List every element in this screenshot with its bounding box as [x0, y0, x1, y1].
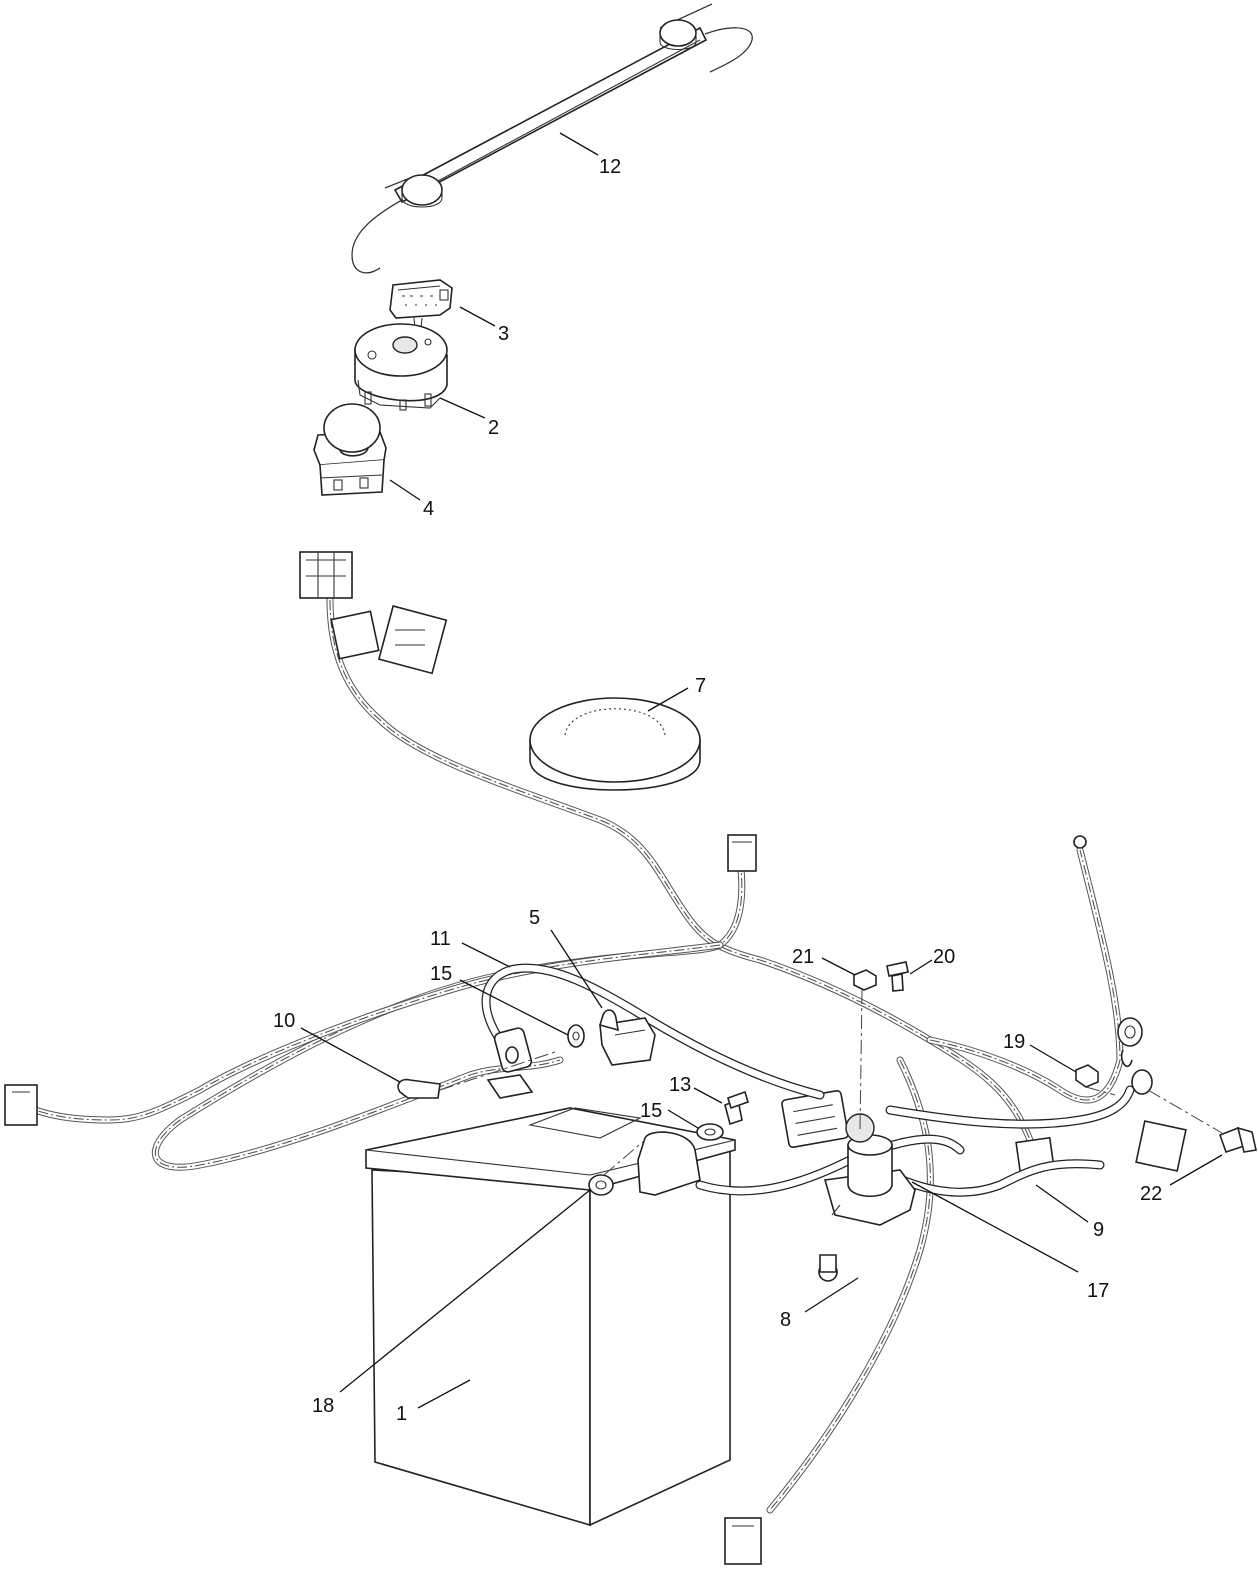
- ignition-switch: [354, 323, 448, 411]
- fasteners: [397, 961, 1257, 1196]
- callout-2: 2: [488, 417, 499, 439]
- harness-connector-upper: [299, 551, 353, 599]
- pto-switch: [313, 403, 387, 496]
- battery-cables: [481, 963, 1135, 1197]
- round-cover: [529, 697, 701, 791]
- callout-18: 18: [312, 1395, 334, 1417]
- callout-7: 7: [695, 675, 706, 697]
- ignition-key: [389, 279, 453, 341]
- callout-8: 8: [780, 1309, 791, 1331]
- callouts: 12 3 2 4 7 11 5 15 10 21 20 19 13 15 22 …: [273, 156, 1162, 1425]
- callout-11: 11: [430, 928, 451, 950]
- callout-9: 9: [1093, 1219, 1104, 1241]
- callout-1: 1: [396, 1403, 407, 1425]
- harness-connector-left: [4, 1084, 38, 1126]
- support-rod: [351, 3, 753, 274]
- callout-19: 19: [1003, 1031, 1025, 1053]
- battery: [365, 1107, 736, 1527]
- callout-3: 3: [498, 323, 509, 345]
- callout-17: 17: [1087, 1280, 1109, 1302]
- callout-13: 13: [669, 1074, 691, 1096]
- harness-connector-bottom: [724, 1517, 762, 1565]
- callout-21: 21: [792, 946, 814, 968]
- alignment-lines: [439, 989, 1223, 1176]
- callout-15-lower: 15: [640, 1100, 662, 1122]
- fuse-holder: [598, 1009, 656, 1066]
- callout-12: 12: [599, 156, 621, 178]
- callout-20: 20: [933, 946, 955, 968]
- leader-lines: [300, 132, 1223, 1409]
- callout-22: 22: [1140, 1183, 1162, 1205]
- starter-solenoid: [818, 1113, 916, 1282]
- callout-5: 5: [529, 907, 540, 929]
- callout-4: 4: [423, 498, 434, 520]
- harness-connector-mid: [727, 834, 757, 872]
- harness-connector-main: [781, 1089, 849, 1149]
- callout-10: 10: [273, 1010, 295, 1032]
- callout-15-upper: 15: [430, 963, 452, 985]
